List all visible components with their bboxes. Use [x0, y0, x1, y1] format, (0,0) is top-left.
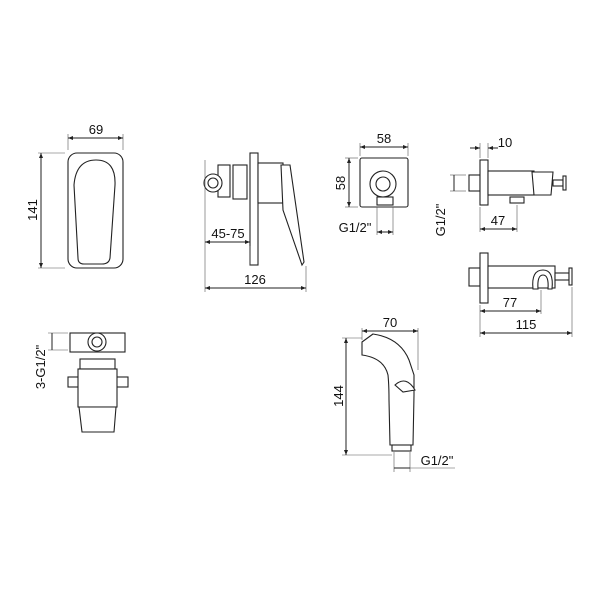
front-view: 69 141: [25, 122, 124, 269]
width-label: 69: [89, 122, 103, 137]
depth-range-label: 45-75: [211, 226, 244, 241]
holder-thread-label: G1/2": [433, 203, 448, 236]
valve-body-view: 3-G1/2": [33, 332, 129, 433]
lever-side: [280, 164, 305, 267]
outlet-height-label: 58: [333, 176, 348, 190]
offset-label: 47: [491, 213, 505, 228]
outlet-thread-label: G1/2": [339, 220, 372, 235]
total-depth-label: 126: [244, 272, 266, 287]
plate-thickness-label: 10: [498, 135, 512, 150]
valve-thread-label: 3-G1/2": [33, 344, 48, 389]
lever-handle: [73, 159, 116, 265]
height-label: 141: [25, 199, 40, 221]
side-view: 45-75 126: [203, 152, 307, 292]
flange: [479, 159, 489, 206]
hook-distance-label: 77: [503, 295, 517, 310]
holder-total-label: 115: [516, 317, 537, 332]
sprayer-view: 70 144 G1/2": [331, 315, 455, 472]
sprayer-height-label: 144: [331, 385, 346, 407]
holder-side-view: 77 115: [468, 252, 573, 337]
wall-outlet-view: 58 58 G1/2": [333, 131, 409, 235]
hook: [532, 269, 553, 290]
sprayer-body: [361, 333, 415, 446]
sprayer-thread-label: G1/2": [421, 453, 454, 468]
outlet-holder-side-view: 10 G1/2" 47: [433, 135, 567, 236]
wall-plate: [249, 152, 259, 266]
sprayer-width-label: 70: [383, 315, 397, 330]
outlet-width-label: 58: [377, 131, 391, 146]
